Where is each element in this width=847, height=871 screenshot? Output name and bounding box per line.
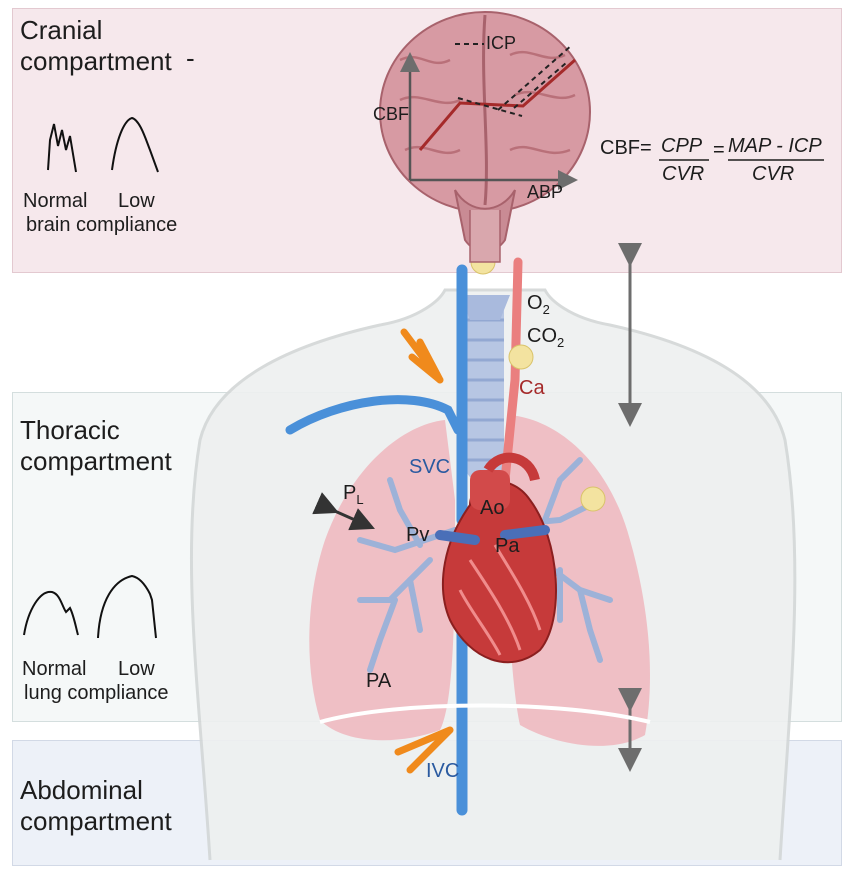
formula-denominator-1: CVR bbox=[662, 163, 705, 185]
brain-normal-label: Normal bbox=[23, 190, 88, 212]
brain-compliance-caption: brain compliance bbox=[26, 214, 178, 236]
formula-numerator-1: CPP bbox=[661, 135, 703, 157]
arterial-vessels bbox=[500, 257, 523, 485]
ca-label: Ca bbox=[519, 377, 545, 399]
lung-compliance-caption: lung compliance bbox=[24, 682, 169, 704]
diaphragm-line bbox=[319, 703, 651, 724]
abdominal-compartment-title: Abdominal compartment bbox=[20, 775, 172, 836]
svc-label: SVC bbox=[409, 456, 451, 478]
cranial-compartment-title: Cranial compartment bbox=[20, 15, 172, 76]
orange-flow-arrow-lower bbox=[394, 726, 454, 774]
trachea bbox=[460, 295, 510, 480]
lung-low-label: Low bbox=[118, 658, 155, 680]
brain-low-label: Low bbox=[118, 190, 155, 212]
abp-axis-label: ABP bbox=[527, 182, 564, 202]
ao-label: Ao bbox=[480, 497, 505, 519]
formula-denominator-2: CVR bbox=[752, 163, 795, 185]
heart bbox=[435, 452, 558, 664]
icp-legend-label: ICP bbox=[486, 33, 517, 53]
autoregulation-plot bbox=[400, 43, 578, 190]
cbf-axis-label: CBF bbox=[373, 104, 409, 124]
lung-waveform-low bbox=[97, 574, 157, 639]
sensor-dot-chest bbox=[508, 344, 534, 370]
pv-label: Pv bbox=[406, 524, 430, 546]
brain bbox=[379, 11, 591, 263]
brain-waveform-normal bbox=[47, 123, 77, 173]
formula-numerator-2: MAP - ICP bbox=[728, 135, 822, 157]
lung-waveform-normal bbox=[23, 590, 79, 636]
brain-waveform-low bbox=[111, 116, 159, 173]
pl-label: PL bbox=[343, 482, 364, 507]
co2-label: CO2 bbox=[527, 325, 565, 350]
orange-flow-arrow-upper bbox=[400, 328, 444, 384]
left-lung bbox=[505, 415, 650, 746]
pleural-pressure-arrow bbox=[312, 492, 375, 531]
pa-alveolar-label: PA bbox=[366, 670, 392, 692]
cranial-title-mark: - bbox=[186, 43, 195, 73]
lung-normal-label: Normal bbox=[22, 658, 87, 680]
ivc-label: IVC bbox=[426, 760, 460, 782]
formula-lhs: CBF= bbox=[600, 137, 652, 159]
thoracic-compartment-title: Thoracic compartment bbox=[20, 415, 172, 476]
pa-vessel-label: Pa bbox=[495, 535, 520, 557]
sensor-dot-lung bbox=[580, 486, 606, 512]
formula-equals: = bbox=[713, 139, 725, 161]
o2-label: O2 bbox=[527, 292, 550, 317]
